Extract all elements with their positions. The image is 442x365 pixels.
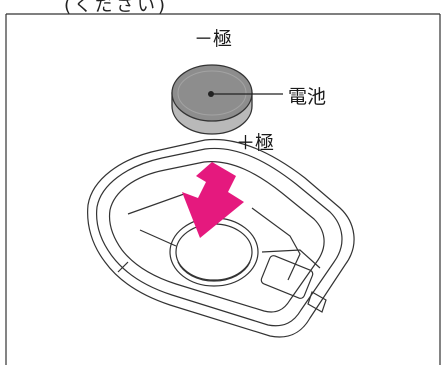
key-fob-case bbox=[87, 138, 355, 338]
coin-battery bbox=[171, 64, 283, 135]
positive-terminal-label: ＋極 bbox=[236, 132, 275, 154]
header-fragment: (ください) bbox=[64, 0, 169, 16]
battery-label: 電池 bbox=[288, 86, 327, 108]
insert-arrow bbox=[182, 162, 244, 238]
negative-terminal-label: －極 bbox=[194, 28, 233, 50]
